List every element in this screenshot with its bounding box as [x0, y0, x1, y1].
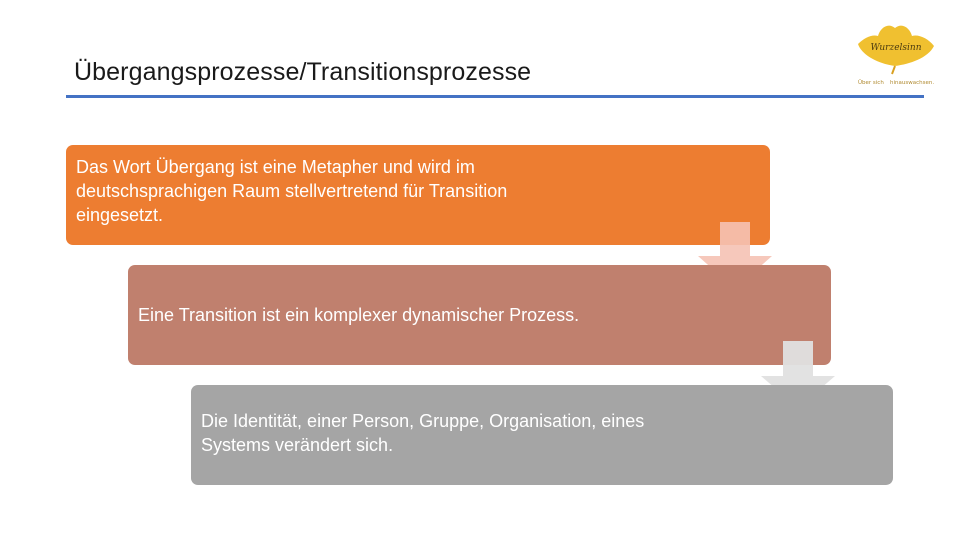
process-step-2: Eine Transition ist ein komplexer dynami…	[128, 265, 831, 365]
ginkgo-leaf-icon: Wurzelsinn Über sich hinauswachsen.	[858, 25, 934, 86]
process-step-3-text: Die Identität, einer Person, Gruppe, Org…	[201, 411, 645, 455]
process-step-1: Das Wort Übergang ist eine Metapher und …	[66, 145, 770, 245]
process-step-1-text: Das Wort Übergang ist eine Metapher und …	[76, 157, 508, 225]
svg-text:Über sich: Über sich	[858, 79, 884, 86]
svg-text:Wurzelsinn: Wurzelsinn	[870, 43, 921, 53]
page-title: Übergangsprozesse/Transitionsprozesse	[74, 58, 532, 86]
svg-text:hinauswachsen.: hinauswachsen.	[890, 80, 934, 86]
wurzelsinn-logo: Wurzelsinn Über sich hinauswachsen.	[850, 16, 940, 96]
process-step-3: Die Identität, einer Person, Gruppe, Org…	[191, 385, 893, 485]
title-underline	[66, 95, 924, 98]
process-step-2-text: Eine Transition ist ein komplexer dynami…	[138, 305, 580, 325]
